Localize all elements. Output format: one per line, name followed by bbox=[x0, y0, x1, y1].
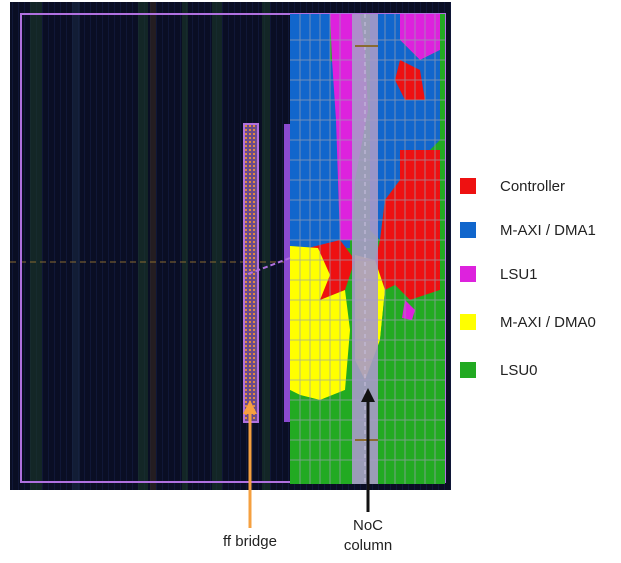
legend-label: M-AXI / DMA1 bbox=[500, 221, 596, 239]
legend-label: LSU0 bbox=[500, 361, 538, 379]
legend-swatch bbox=[460, 314, 476, 330]
bridge-rail bbox=[284, 124, 290, 422]
legend-item-maxi-dma0: M-AXI / DMA0 bbox=[460, 312, 596, 332]
legend-label: LSU1 bbox=[500, 265, 538, 283]
legend-label: M-AXI / DMA0 bbox=[500, 313, 596, 331]
legend-item-maxi-dma1: M-AXI / DMA1 bbox=[460, 220, 596, 240]
legend-label: Controller bbox=[500, 177, 566, 195]
ff-bridge-arrow bbox=[243, 400, 257, 528]
ff-bridge-label: ff bridge bbox=[223, 533, 277, 550]
noc-column-label-line2: column bbox=[343, 537, 393, 554]
legend-item-lsu1: LSU1 bbox=[460, 264, 538, 284]
noc-column-label-line1: NoC bbox=[352, 517, 383, 534]
legend-swatch bbox=[460, 362, 476, 378]
noc-column-label: NoC column bbox=[333, 516, 403, 556]
fabric-columns bbox=[30, 2, 270, 490]
legend-swatch bbox=[460, 222, 476, 238]
legend-item-lsu0: LSU0 bbox=[460, 360, 538, 380]
noc-column-arrow bbox=[361, 388, 375, 512]
legend-swatch bbox=[460, 266, 476, 282]
legend-item-controller: Controller bbox=[460, 176, 565, 196]
legend-swatch bbox=[460, 178, 476, 194]
